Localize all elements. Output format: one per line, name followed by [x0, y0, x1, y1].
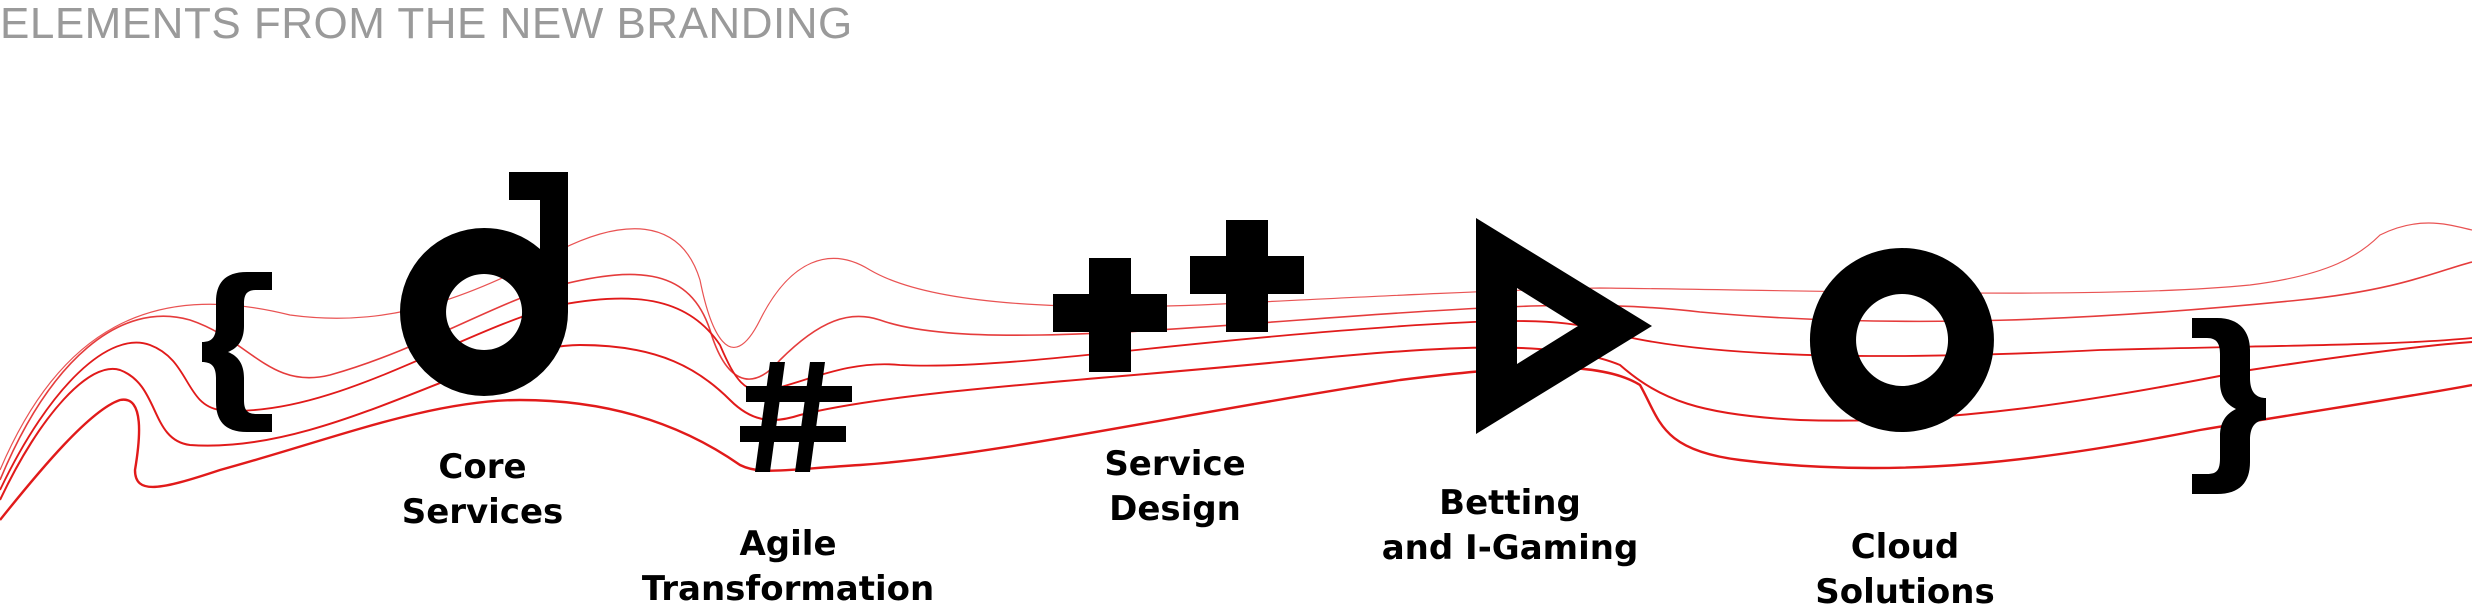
label-betting-igaming: Betting and I-Gaming [1370, 481, 1650, 571]
play-triangle-icon [1476, 218, 1652, 434]
label-line: Service [1104, 444, 1246, 484]
double-plus-icon [1053, 220, 1304, 372]
label-core-services: Core Services [380, 445, 585, 535]
label-line: Agile [739, 524, 837, 564]
label-service-design: Service Design [1080, 442, 1270, 532]
ring-icon [1809, 248, 1994, 432]
label-agile-transformation: Agile Transformation [628, 522, 948, 612]
label-line: Services [401, 492, 564, 532]
label-line: Solutions [1815, 572, 1995, 612]
label-cloud-solutions: Cloud Solutions [1800, 525, 2010, 615]
label-line: Core [438, 447, 527, 487]
wave-line [0, 366, 2472, 521]
label-line: Design [1109, 489, 1241, 529]
section-title: ELEMENTS FROM THE NEW BRANDING [0, 0, 853, 48]
d-letter-icon [400, 172, 568, 396]
open-brace-icon [202, 272, 272, 432]
close-brace-icon [2192, 318, 2266, 494]
label-line: Cloud [1850, 527, 1960, 567]
label-line: Betting [1439, 483, 1581, 523]
label-line: Transformation [641, 569, 935, 609]
wave-line [0, 341, 2472, 501]
hash-icon [740, 362, 852, 472]
label-line: and I-Gaming [1381, 528, 1639, 568]
